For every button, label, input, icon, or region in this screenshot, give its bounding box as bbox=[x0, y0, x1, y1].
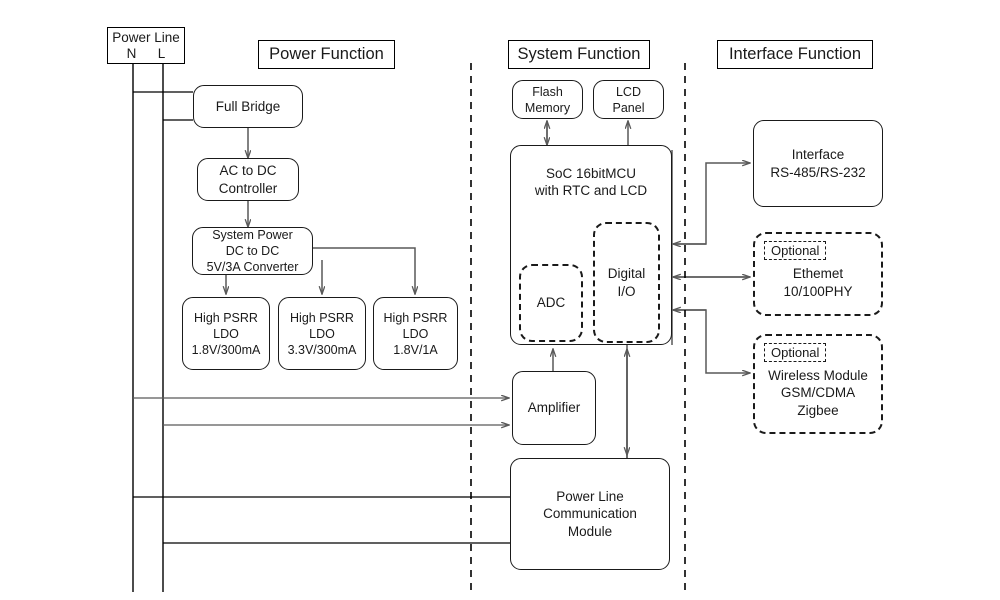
block-interface-rs485-rs232: Interface RS-485/RS-232 bbox=[753, 120, 883, 207]
block-ac-to-dc-controller: AC to DC Controller bbox=[197, 158, 299, 201]
block-ethernet-phy: Optional Ethemet 10/100PHY bbox=[753, 232, 883, 316]
mains-taps-full-bridge bbox=[133, 91, 193, 121]
mains-taps-amplifier bbox=[133, 398, 509, 425]
digital-io-to-interface bbox=[673, 163, 750, 373]
block-lcd-panel: LCD Panel bbox=[593, 80, 664, 119]
block-digital-io-label: Digital I/O bbox=[607, 266, 646, 299]
block-adc-label: ADC bbox=[536, 295, 566, 311]
block-ldo-3v3-300ma: High PSRR LDO 3.3V/300mA bbox=[278, 297, 366, 370]
block-ac-to-dc-controller-label: AC to DC Controller bbox=[218, 163, 278, 196]
block-lcd-panel-label: LCD Panel bbox=[612, 84, 645, 115]
block-flash-memory: Flash Memory bbox=[512, 80, 583, 119]
block-digital-io: Digital I/O bbox=[593, 222, 660, 343]
block-system-power-converter-label: System Power DC to DC 5V/3A Converter bbox=[206, 228, 299, 274]
power-line-live-label: L bbox=[157, 45, 166, 61]
title-power-function-label: Power Function bbox=[269, 44, 384, 63]
mains-rails bbox=[132, 63, 164, 592]
power-line-legs: N L bbox=[108, 46, 184, 61]
block-full-bridge: Full Bridge bbox=[193, 85, 303, 128]
mains-taps-plc bbox=[133, 496, 510, 544]
title-power-function: Power Function bbox=[258, 40, 395, 69]
title-system-function: System Function bbox=[508, 40, 650, 69]
block-wireless-module-label: Wireless Module GSM/CDMA Zigbee bbox=[768, 367, 868, 418]
power-line-source: Power Line N L bbox=[107, 27, 185, 64]
block-plc-module-label: Power Line Communication Module bbox=[543, 489, 637, 539]
soc-memory-links bbox=[547, 121, 628, 145]
block-ldo-1v8-1a-label: High PSRR LDO 1.8V/1A bbox=[383, 310, 448, 357]
block-ethernet-phy-optional-badge: Optional bbox=[764, 241, 827, 260]
block-amplifier: Amplifier bbox=[512, 371, 596, 445]
block-wireless-module-optional-badge: Optional bbox=[764, 343, 827, 362]
block-ldo-3v3-300ma-label: High PSRR LDO 3.3V/300mA bbox=[287, 310, 357, 357]
block-ethernet-phy-label: Ethemet 10/100PHY bbox=[783, 266, 853, 299]
block-system-power-converter: System Power DC to DC 5V/3A Converter bbox=[192, 227, 313, 275]
power-line-title: Power Line bbox=[112, 30, 180, 45]
block-ldo-1v8-1a: High PSRR LDO 1.8V/1A bbox=[373, 297, 458, 370]
block-flash-memory-label: Flash Memory bbox=[524, 84, 571, 115]
power-line-neutral-label: N bbox=[126, 45, 137, 61]
block-adc: ADC bbox=[519, 264, 583, 342]
title-system-function-label: System Function bbox=[517, 44, 641, 63]
block-soc-label: SoC 16bitMCU with RTC and LCD bbox=[534, 166, 648, 199]
block-ldo-1v8-300ma: High PSRR LDO 1.8V/300mA bbox=[182, 297, 270, 370]
block-ldo-1v8-300ma-label: High PSRR LDO 1.8V/300mA bbox=[191, 310, 261, 357]
title-interface-function: Interface Function bbox=[717, 40, 873, 69]
block-plc-module: Power Line Communication Module bbox=[510, 458, 670, 570]
block-wireless-module: Optional Wireless Module GSM/CDMA Zigbee bbox=[753, 334, 883, 434]
block-amplifier-label: Amplifier bbox=[527, 400, 581, 416]
title-interface-function-label: Interface Function bbox=[728, 44, 862, 63]
block-full-bridge-label: Full Bridge bbox=[215, 98, 281, 114]
block-interface-rs485-rs232-label: Interface RS-485/RS-232 bbox=[770, 147, 866, 180]
